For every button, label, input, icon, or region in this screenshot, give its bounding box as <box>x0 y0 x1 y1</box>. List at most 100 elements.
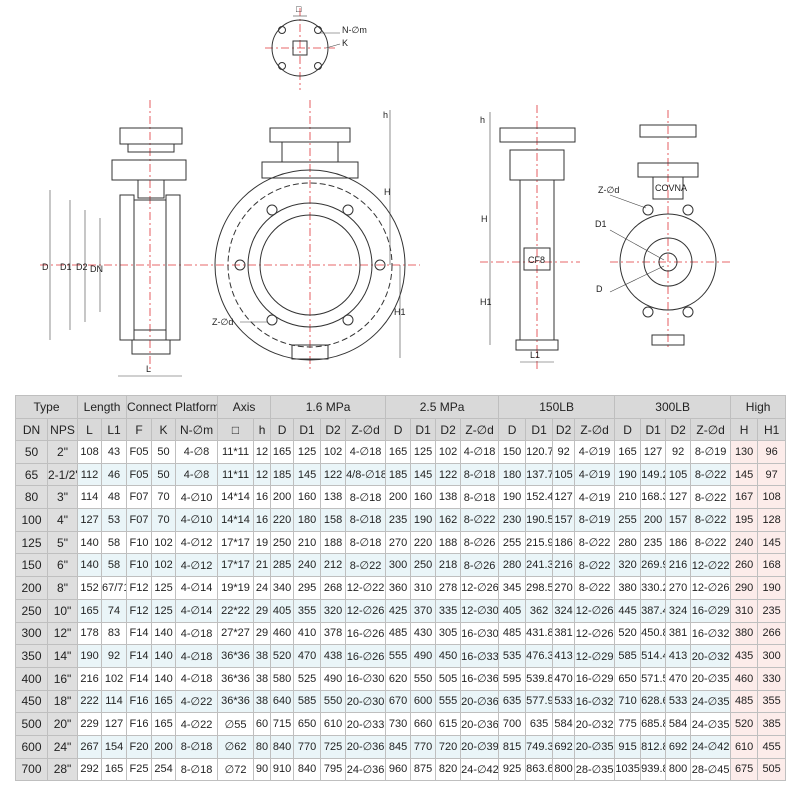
svg-text:H: H <box>384 187 391 197</box>
table-cell: 4-∅22 <box>175 712 219 736</box>
front-view: h H H1 Z-∅d <box>200 100 420 370</box>
table-cell: 50 <box>15 440 48 464</box>
table-cell: 16-∅30 <box>460 621 500 646</box>
table-cell: 500 <box>15 712 48 736</box>
svg-text:D: D <box>596 284 603 294</box>
table-cell: 195 <box>730 508 759 532</box>
table-cell: 20-∅36 <box>460 689 500 714</box>
table-cell: 915 <box>614 734 642 759</box>
table-cell: 435 <box>730 644 759 668</box>
table-cell: 20-∅32 <box>574 712 616 736</box>
table-cell: 300 <box>757 644 787 668</box>
table-cell: 165 <box>77 598 103 623</box>
table-cell: 380 <box>614 576 642 600</box>
table-cell: 120.7 <box>525 440 554 464</box>
table-cell: 610 <box>730 734 759 759</box>
table-cell: 4-∅18 <box>345 440 387 464</box>
table-cell: 27*27 <box>217 621 255 646</box>
table-cell: 212 <box>320 553 347 578</box>
top-flange-view: □ N-∅m K <box>265 4 367 90</box>
table-cell: F05 <box>126 440 153 464</box>
table-cell: 16 <box>253 508 272 532</box>
table-cell: 8-∅18 <box>345 530 387 555</box>
table-cell: 6" <box>46 553 79 578</box>
table-cell: 505 <box>757 757 787 782</box>
svg-text:h: h <box>383 110 388 120</box>
table-cell: 584 <box>552 712 576 736</box>
table-cell: 800 <box>552 757 576 782</box>
table-cell: 230 <box>498 508 527 532</box>
table-cell: 145 <box>293 462 322 487</box>
table-cell: 138 <box>435 485 462 510</box>
table-cell: 450.8 <box>640 621 667 646</box>
table-cell: 4-∅18 <box>460 440 500 464</box>
table-cell: 635 <box>498 689 527 714</box>
table-cell: 267 <box>77 734 103 759</box>
table-cell: 715 <box>270 712 295 736</box>
table-cell: F14 <box>126 644 153 668</box>
table-cell: 710 <box>614 689 642 714</box>
table-cell: 36*36 <box>217 644 255 668</box>
table-cell: 125 <box>151 576 177 600</box>
table-cell: 140 <box>77 553 103 578</box>
table-cell: 127 <box>552 485 576 510</box>
table-cell: F20 <box>126 734 153 759</box>
svg-text:D: D <box>42 262 49 272</box>
table-cell: 939.8 <box>640 757 667 782</box>
svg-text:D1: D1 <box>595 219 607 229</box>
table-cell: 50 <box>151 440 177 464</box>
table-cell: 4-∅18 <box>175 621 219 646</box>
table-cell: 4-∅10 <box>175 508 219 532</box>
table-cell: 215.9 <box>525 530 554 555</box>
table-cell: 650 <box>614 666 642 691</box>
table-cell: 278 <box>435 576 462 600</box>
table-cell: 20-∅35 <box>690 666 732 691</box>
column-header: NPS <box>46 418 79 441</box>
table-cell: 11*11 <box>217 462 255 487</box>
table-cell: 620 <box>385 666 412 691</box>
table-cell: 200 <box>151 734 177 759</box>
table-cell: 2-1/2" <box>46 462 79 487</box>
table-cell: 485 <box>730 689 759 714</box>
table-cell: 324 <box>665 598 692 623</box>
column-header: L <box>77 418 103 441</box>
table-cell: 188 <box>320 530 347 555</box>
table-cell: 53 <box>101 508 128 532</box>
svg-text:H: H <box>481 214 488 224</box>
table-cell: 12-∅26 <box>690 576 732 600</box>
table-cell: F10 <box>126 530 153 555</box>
table-cell: 16 <box>253 485 272 510</box>
table-cell: 67/71 <box>101 576 128 600</box>
table-cell: 114 <box>77 485 103 510</box>
column-header: H1 <box>757 418 787 441</box>
table-cell: 19*19 <box>217 576 255 600</box>
table-cell: 8-∅18 <box>175 757 219 782</box>
table-cell: 749.3 <box>525 734 554 759</box>
column-header: □ <box>217 418 255 441</box>
table-cell: 692 <box>552 734 576 759</box>
table-cell: 43 <box>101 440 128 464</box>
table-cell: 345 <box>498 576 527 600</box>
column-header: D <box>614 418 642 441</box>
table-cell: 190 <box>410 508 437 532</box>
table-cell: 385 <box>757 712 787 736</box>
svg-text:DN: DN <box>90 264 103 274</box>
table-cell: 425 <box>385 598 412 623</box>
table-cell: 24-∅35 <box>690 712 732 736</box>
table-cell: 720 <box>435 734 462 759</box>
table-cell: 400 <box>15 666 48 691</box>
table-cell: 725 <box>320 734 347 759</box>
column-header: Z-∅d <box>574 418 616 441</box>
table-cell: 58 <box>101 553 128 578</box>
table-cell: 149.2 <box>640 462 667 487</box>
group-1-6-mpa: 1.6 MPa <box>270 395 387 419</box>
table-cell: 255 <box>498 530 527 555</box>
table-cell: 48 <box>101 485 128 510</box>
table-cell: 220 <box>270 508 295 532</box>
